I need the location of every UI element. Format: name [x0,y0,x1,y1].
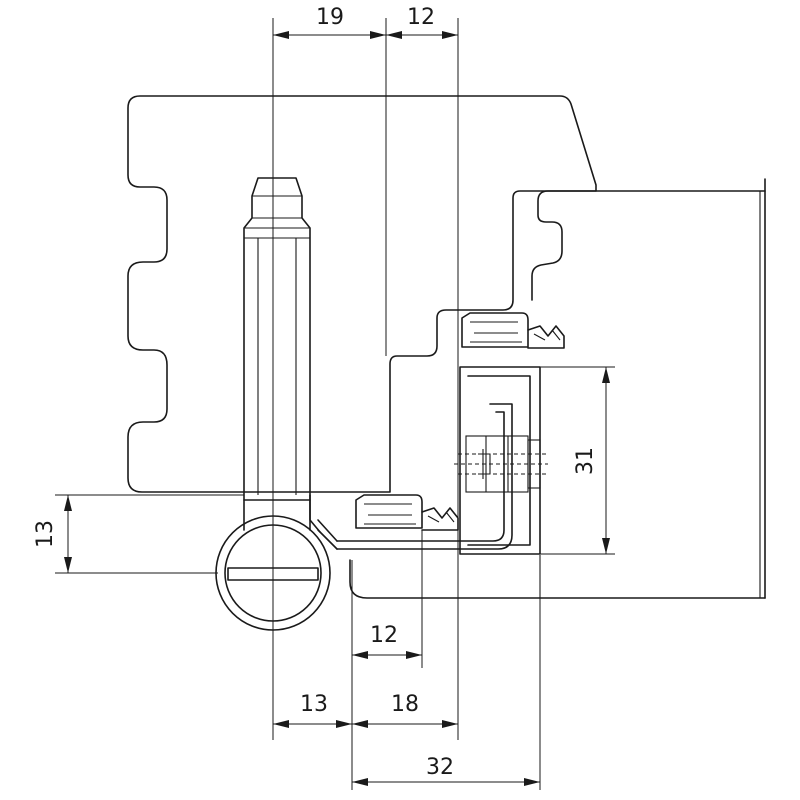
lower-seal [355,494,459,531]
dim-label-18: 18 [391,692,419,717]
dimension-18: 18 [352,692,458,728]
dimension-19: 19 [273,5,386,39]
dim-label-13-left: 13 [33,520,58,548]
dim-label-12-mid: 12 [370,623,398,648]
dim-label-32: 32 [426,755,454,780]
frame-profile [127,95,597,493]
dim-label-12-top: 12 [407,5,435,30]
hinge-arm [309,494,338,550]
dimension-12-top: 12 [386,5,458,39]
dimension-31: 31 [540,366,615,555]
door-leaf-bottom [349,559,766,599]
hinge-door-part [336,366,548,555]
screw-slot [227,567,319,581]
door-leaf [531,190,766,301]
dimension-13-bottom: 13 [273,692,352,728]
dim-label-31: 31 [573,447,598,475]
dimension-13-left: 13 [33,494,244,574]
dim-label-19: 19 [316,5,344,30]
hinge-pin [243,177,311,501]
dim-label-13-bottom: 13 [300,692,328,717]
dimension-32: 32 [352,755,540,786]
upper-seal [461,312,565,349]
dimension-12-mid: 12 [352,623,422,659]
